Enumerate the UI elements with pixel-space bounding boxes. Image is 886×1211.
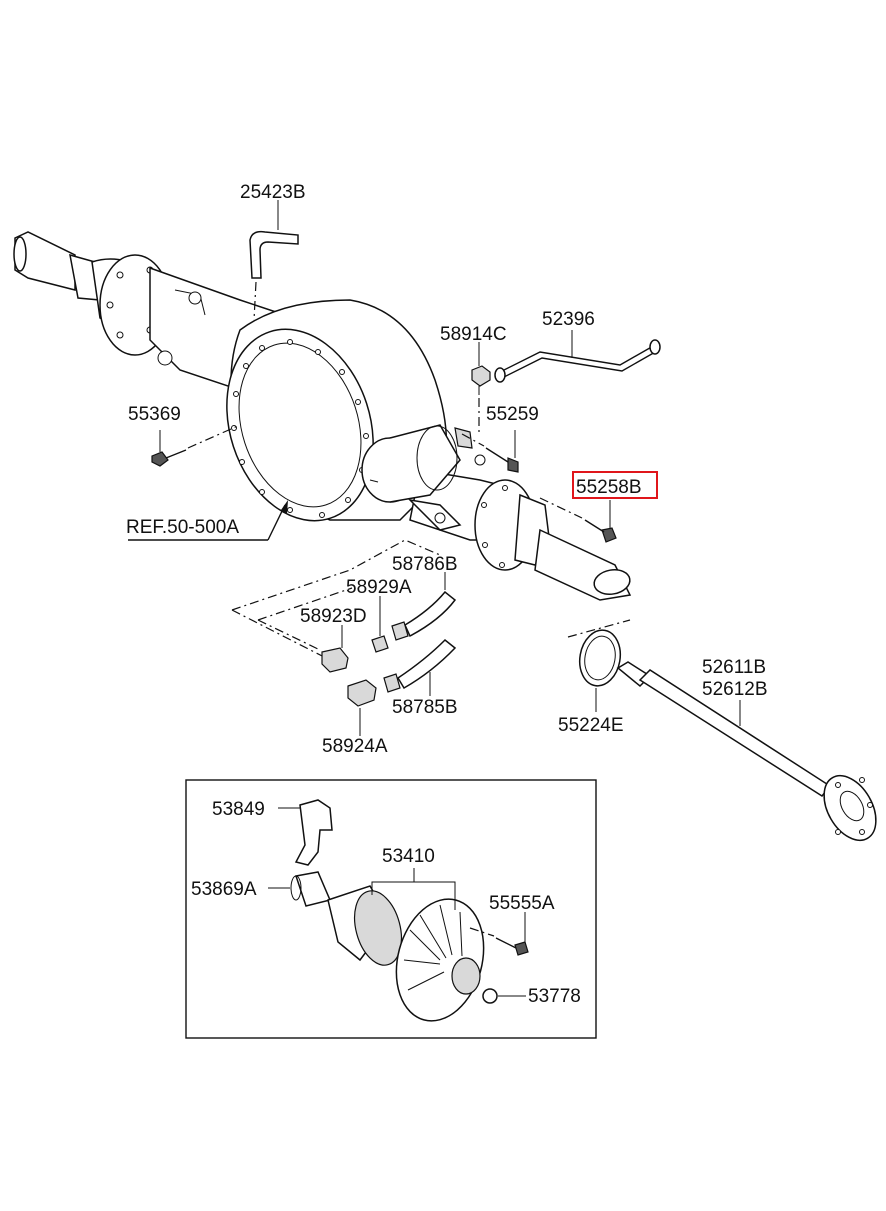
part-55369-bolt — [151, 424, 241, 467]
actuator-motor — [361, 424, 473, 503]
differential-inset-box — [185, 779, 597, 1039]
label-55224E: 55224E — [558, 715, 624, 736]
label-58914C: 58914C — [440, 324, 507, 345]
part-55258B-bolt — [539, 497, 617, 543]
hose-group — [231, 539, 457, 736]
label-55259: 55259 — [486, 404, 539, 425]
label-55369: 55369 — [128, 404, 181, 425]
axle-housing — [13, 231, 632, 601]
part-52396-vent-tube — [494, 330, 661, 383]
label-52396: 52396 — [542, 309, 595, 330]
label-55258B[interactable]: 55258B — [576, 477, 642, 498]
label-ref-50-500A: REF.50-500A — [126, 517, 239, 538]
label-53869A: 53869A — [191, 879, 257, 900]
label-55555A: 55555A — [489, 893, 555, 914]
part-25423B-breather-hose — [249, 200, 299, 321]
label-25423B: 25423B — [240, 182, 306, 203]
label-58924A: 58924A — [322, 736, 388, 757]
label-52611B: 52611B — [702, 657, 766, 678]
part-58914C-elbow — [471, 342, 491, 435]
label-53410: 53410 — [382, 846, 435, 867]
label-52612B: 52612B — [702, 679, 768, 700]
part-55224E-ring — [567, 619, 631, 712]
part-52611B-axle-shaft — [616, 661, 877, 841]
label-53778: 53778 — [528, 986, 581, 1007]
label-58785B: 58785B — [392, 697, 458, 718]
label-58929A: 58929A — [346, 577, 412, 598]
part-55259-bolt — [461, 430, 519, 473]
label-58786B: 58786B — [392, 554, 458, 575]
ref-arrow — [128, 500, 288, 541]
label-58923D: 58923D — [300, 606, 367, 627]
label-53849: 53849 — [212, 799, 265, 820]
highlight-box-55258B — [572, 471, 658, 499]
